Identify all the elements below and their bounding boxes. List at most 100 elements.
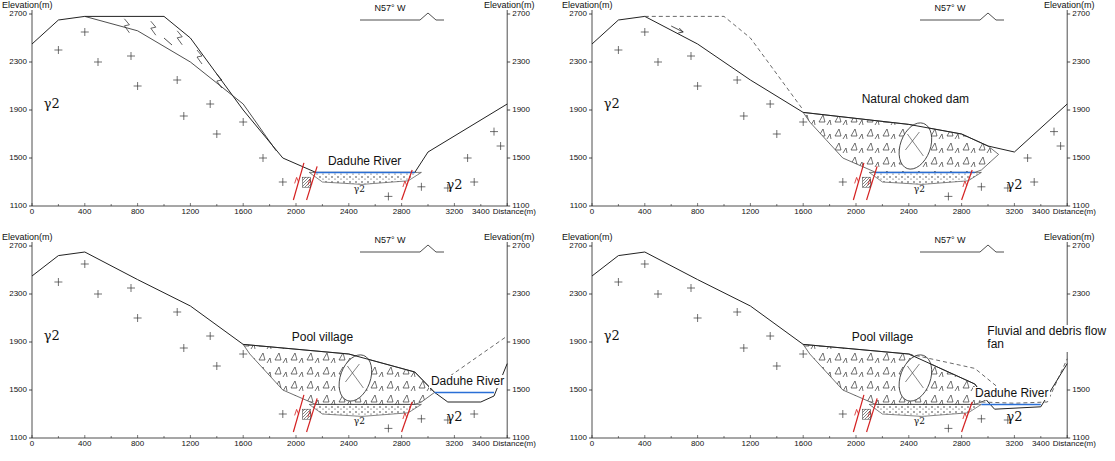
tick-label: 2000 [847,208,865,217]
tick-label: 3200 [1006,208,1024,217]
tick-label: 0 [30,440,34,449]
tick-label: 2300 [1072,290,1090,299]
tick-label: 1200 [182,440,200,449]
tick-label: 1100 [10,434,27,443]
tick-label: 1500 [512,154,530,163]
river-label: Daduhe River [973,387,1050,400]
tick-label: 3400 [472,440,490,449]
tick-label: 1900 [569,106,587,115]
tick-label: 1500 [512,386,530,395]
tick-label: 2700 [1072,10,1090,19]
tick-label: 2700 [512,10,530,19]
tick-label: 800 [691,440,704,449]
tick-label: 800 [131,440,144,449]
tick-label: 400 [78,208,91,217]
rock-symbol: γ2 [914,185,925,195]
tick-label: 2800 [393,440,411,449]
tick-label: 1100 [570,202,587,211]
river-label: Daduhe River [429,375,506,388]
axis-title: Distance(m) [493,208,536,217]
tick-label: 2400 [900,440,918,449]
tick-label: 2300 [9,58,27,67]
rock-symbol: γ2 [914,417,925,427]
tick-label: 1900 [1072,106,1090,115]
tick-label: 3400 [472,208,490,217]
direction-label: N57° W [934,236,965,246]
tick-label: 3200 [446,208,464,217]
tick-label: 2700 [1072,242,1090,251]
tick-label: 2300 [512,58,530,67]
tick-label: 1900 [569,338,587,347]
tick-label: 2000 [847,440,865,449]
rock-symbol: γ2 [354,417,365,427]
tick-label: 2300 [512,290,530,299]
tick-label: 1200 [742,440,760,449]
tick-label: 2000 [287,208,305,217]
tick-label: 1500 [1072,386,1090,395]
river-label: Daduhe River [326,155,403,168]
direction-label: N57° W [934,4,965,14]
tick-label: 2300 [1072,58,1090,67]
tick-label: 400 [78,440,91,449]
tick-label: 2300 [9,290,27,299]
axis-title: Distance(m) [1053,440,1096,449]
tick-label: 1100 [10,202,27,211]
dam-label: Natural choked dam [860,93,971,106]
axis-title: Distance(m) [493,440,536,449]
fan-label: Fluvial and debris flow fan [985,325,1109,351]
tick-label: 1600 [234,440,252,449]
tick-label: 800 [691,208,704,217]
tick-label: 1500 [569,154,587,163]
tick-label: 2800 [393,208,411,217]
tick-label: 1500 [9,154,27,163]
tick-label: 2700 [9,10,27,19]
tick-label: 1900 [512,106,530,115]
tick-label: 1500 [569,386,587,395]
tick-label: 400 [638,208,651,217]
tick-label: 1600 [234,208,252,217]
tick-label: 2300 [569,58,587,67]
rock-symbol: γ2 [354,185,365,195]
rock-symbol: γ2 [446,410,462,424]
rock-symbol: γ2 [604,97,620,111]
tick-label: 1500 [9,386,27,395]
tick-label: 2400 [900,208,918,217]
direction-label: N57° W [374,236,405,246]
tick-label: 2700 [512,242,530,251]
tick-label: 2700 [9,242,27,251]
rock-symbol: γ2 [604,329,620,343]
tick-label: 1900 [9,106,27,115]
tick-label: 1200 [182,208,200,217]
tick-label: 2800 [953,440,971,449]
tick-label: 400 [638,440,651,449]
rock-symbol: γ2 [1006,410,1022,424]
tick-label: 3200 [446,440,464,449]
direction-label: N57° W [374,4,405,14]
tick-label: 1200 [742,208,760,217]
axis-title: Distance(m) [1053,208,1096,217]
tick-label: 2700 [569,10,587,19]
tick-label: 1100 [570,434,587,443]
tick-label: 3200 [1006,440,1024,449]
tick-label: 1500 [1072,154,1090,163]
rock-symbol: γ2 [1006,178,1022,192]
tick-label: 2700 [569,242,587,251]
tick-label: 3400 [1032,208,1050,217]
tick-label: 0 [590,440,594,449]
tick-label: 2400 [340,440,358,449]
tick-label: 0 [590,208,594,217]
tick-label: 2400 [340,208,358,217]
tick-label: 1600 [794,440,812,449]
village-label: Pool village [850,331,915,344]
tick-label: 0 [30,208,34,217]
tick-label: 1900 [512,338,530,347]
tick-label: 800 [131,208,144,217]
tick-label: 1600 [794,208,812,217]
rock-symbol: γ2 [44,329,60,343]
tick-label: 1900 [9,338,27,347]
tick-label: 3400 [1032,440,1050,449]
tick-label: 2800 [953,208,971,217]
rock-symbol: γ2 [446,178,462,192]
